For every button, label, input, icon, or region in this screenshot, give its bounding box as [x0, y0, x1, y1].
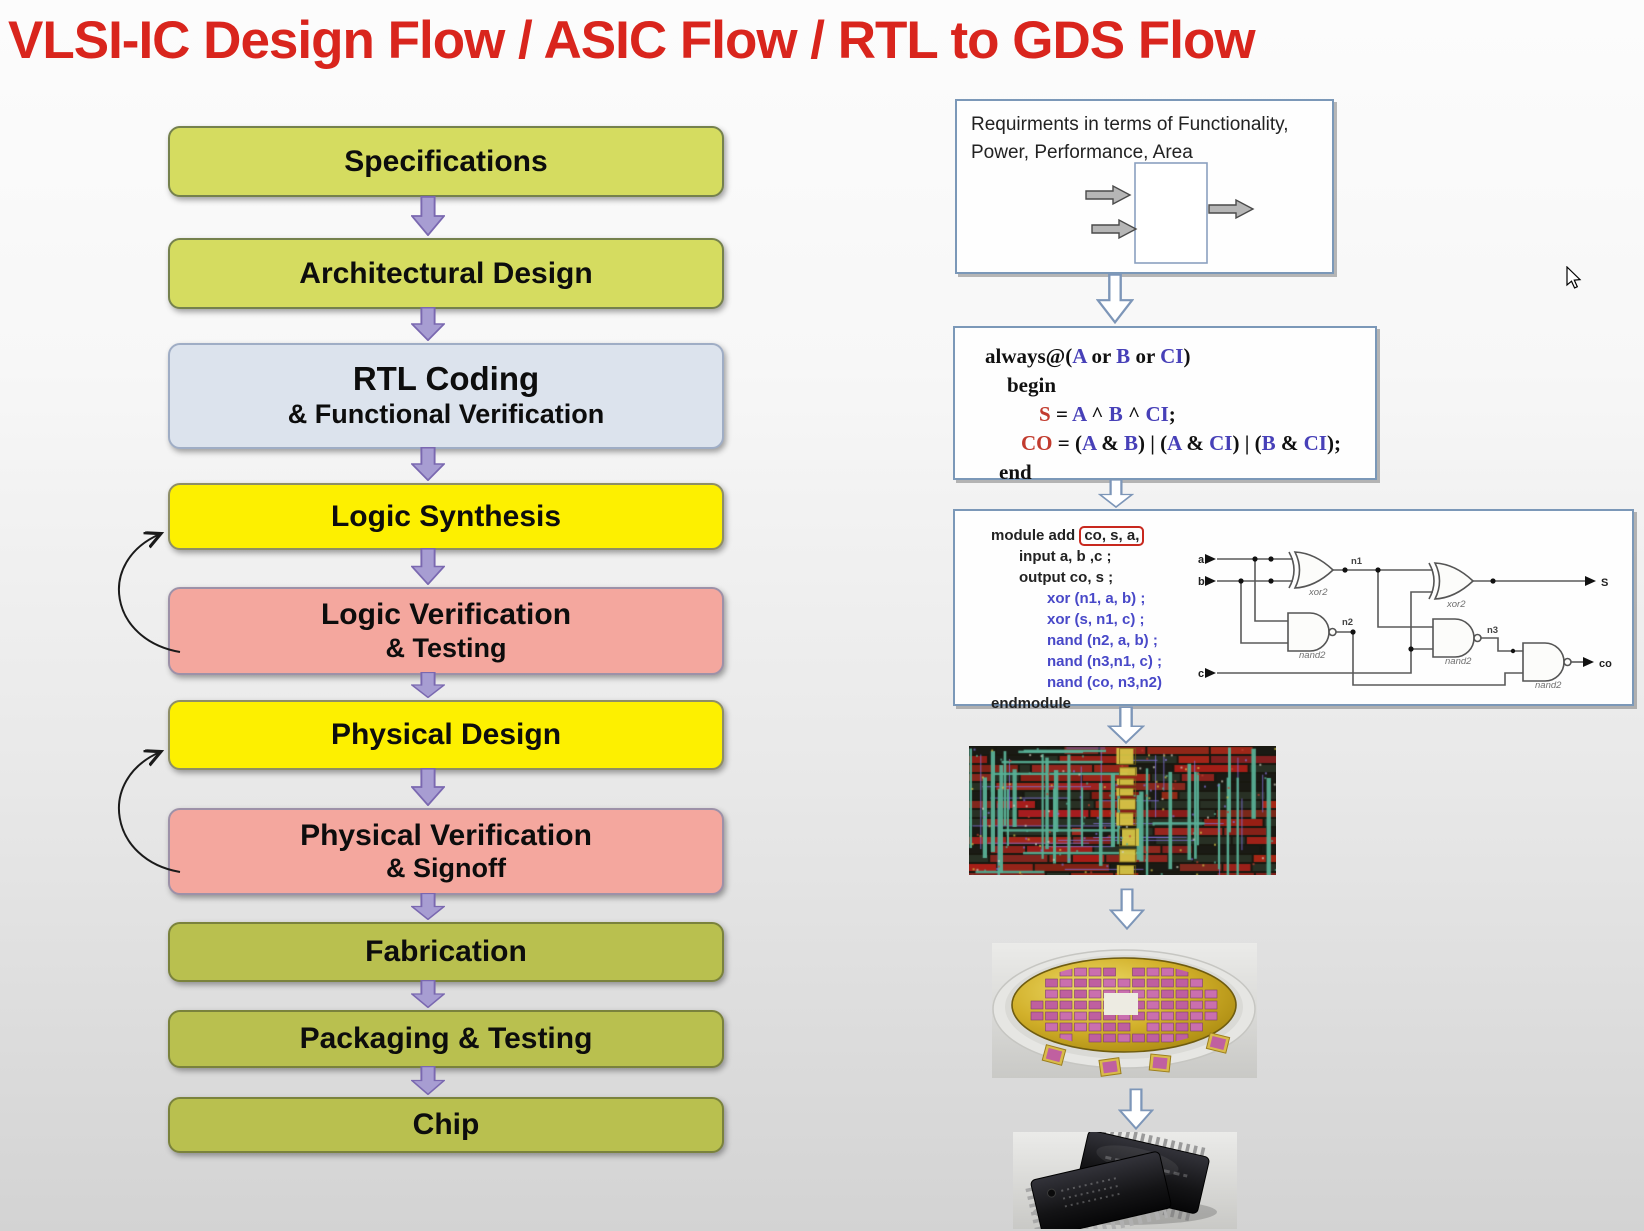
input-arrow-icon	[1085, 185, 1131, 205]
flow-step-label: Logic Synthesis	[330, 499, 562, 533]
gate-label: xor2	[1308, 587, 1328, 598]
junction-dots	[1238, 556, 1516, 654]
nand-gate	[1287, 612, 1337, 652]
flow-step-label: Physical Verification	[300, 818, 592, 852]
flow-step-chip: Chip	[168, 1097, 724, 1153]
mouse-cursor	[1566, 266, 1582, 289]
flow-step-rtl-coding: RTL Coding & Functional Verification	[168, 343, 724, 449]
red-annotation-box: co, s, a,	[1079, 526, 1145, 546]
flow-step-label: Physical Design	[330, 718, 562, 752]
requirements-text: Requirments in terms of Functionality, P…	[971, 111, 1289, 166]
down-arrow-icon	[411, 548, 445, 585]
code-line: S = A ^ B ^ CI;	[1039, 402, 1176, 426]
chip-packages-image	[1013, 1132, 1237, 1229]
down-arrow-icon	[411, 893, 445, 920]
down-arrow-icon	[411, 307, 445, 341]
block-diagram	[1085, 162, 1254, 264]
nand-gate	[1432, 618, 1482, 658]
code-line: input a, b ,c ;	[1019, 548, 1112, 565]
flow-step-physical-verification: Physical Verification & Signoff	[168, 808, 724, 895]
input-label-a: a	[1198, 554, 1205, 566]
code-line: always@(A or B or CI)	[985, 344, 1191, 368]
requirements-box: Requirments in terms of Functionality, P…	[955, 99, 1334, 274]
code-line: nand (n3,n1, c) ;	[1047, 653, 1163, 670]
verilog-always-box: always@(A or B or CI) begin S = A ^ B ^ …	[953, 326, 1377, 484]
wire-label-n2: n2	[1342, 617, 1353, 628]
code-line: xor (s, n1, c) ;	[1047, 611, 1145, 628]
wafer-missing-dies	[1104, 993, 1138, 1015]
output-label-s: S	[1601, 577, 1608, 589]
flow-step-sublabel: & Functional Verification	[287, 399, 605, 430]
block-rect	[1134, 162, 1208, 264]
hollow-down-arrow-icon	[1109, 888, 1145, 930]
code-line: nand (n2, a, b) ;	[1047, 632, 1158, 649]
down-arrow-icon	[411, 447, 445, 481]
flow-step-label: Chip	[412, 1108, 480, 1142]
flow-step-specifications: Specifications	[168, 126, 724, 197]
hollow-down-arrow-icon	[1098, 479, 1134, 508]
down-arrow-icon	[411, 672, 445, 698]
gate-netlist-box: module add co, s, a, input a, b ,c ; out…	[953, 509, 1634, 712]
gate-label: xor2	[1446, 599, 1466, 610]
code-line: begin	[1007, 373, 1057, 397]
code-line: output co, s ;	[1019, 569, 1114, 586]
hollow-down-arrow-icon	[1107, 706, 1145, 744]
page-title: VLSI-IC Design Flow / ASIC Flow / RTL to…	[8, 11, 1256, 70]
code-line: xor (n1, a, b) ;	[1047, 590, 1146, 607]
gate-label: nand2	[1299, 650, 1326, 661]
requirements-line1: Requirments in terms of Functionality,	[971, 114, 1289, 135]
output-arrow-icon	[1208, 199, 1254, 219]
requirements-line2: Power, Performance, Area	[971, 141, 1193, 163]
chip-package-front	[1025, 1151, 1172, 1229]
output-label-co: co	[1599, 658, 1612, 670]
flow-step-logic-synthesis: Logic Synthesis	[168, 483, 724, 550]
flow-step-label: Fabrication	[365, 935, 527, 969]
schematic-wires	[1217, 558, 1587, 686]
xor-gate	[1288, 551, 1335, 589]
flow-step-sublabel: & Testing	[385, 632, 507, 663]
down-arrow-icon	[411, 196, 445, 236]
chip-layout-image	[969, 746, 1276, 875]
wire-label-n3: n3	[1487, 625, 1498, 636]
down-arrow-icon	[411, 980, 445, 1008]
flow-step-label: Architectural Design	[299, 256, 593, 290]
nand-gate	[1522, 642, 1572, 682]
code-line: CO = (A & B) | (A & CI) | (B & CI);	[1021, 431, 1341, 455]
flow-step-fabrication: Fabrication	[168, 922, 724, 982]
code-line: end	[999, 460, 1032, 484]
flow-step-physical-design: Physical Design	[168, 700, 724, 770]
input-label-c: c	[1198, 668, 1204, 680]
xor-gate	[1428, 562, 1475, 600]
flow-step-label: RTL Coding	[352, 360, 540, 398]
wafer-die-grid	[1030, 967, 1218, 1043]
down-arrow-icon	[411, 768, 445, 806]
hollow-down-arrow-icon	[1118, 1088, 1154, 1130]
loose-dies	[1041, 1032, 1231, 1077]
flow-step-packaging-testing: Packaging & Testing	[168, 1010, 724, 1068]
io-pins	[1205, 554, 1596, 678]
input-arrow-icon	[1091, 219, 1137, 239]
full-adder-schematic: a b c S co n1 n2 n3 xor2 xor2 nand2 nand…	[1198, 551, 1612, 691]
down-arrow-icon	[411, 1066, 445, 1095]
flow-step-sublabel: & Signoff	[386, 853, 506, 884]
gate-label: nand2	[1535, 680, 1562, 691]
gate-label: nand2	[1445, 656, 1472, 667]
hollow-down-arrow-icon	[1096, 273, 1134, 324]
flow-step-label: Packaging & Testing	[299, 1022, 593, 1056]
flow-step-label: Specifications	[344, 144, 548, 178]
wafer-image	[992, 943, 1257, 1078]
flow-step-architectural-design: Architectural Design	[168, 238, 724, 309]
flow-step-logic-verification: Logic Verification & Testing	[168, 587, 724, 675]
code-line: endmodule	[991, 695, 1072, 712]
flow-step-label: Logic Verification	[320, 598, 572, 631]
verilog-always-code: always@(A or B or CI) begin S = A ^ B ^ …	[955, 342, 1375, 487]
verilog-module-code: module add co, s, a, input a, b ,c ; out…	[991, 525, 1162, 714]
wire-label-n1: n1	[1351, 556, 1363, 567]
code-line: module add co, s, a,	[991, 525, 1162, 546]
code-line: nand (co, n3,n2)	[1047, 674, 1163, 691]
input-label-b: b	[1198, 576, 1205, 588]
